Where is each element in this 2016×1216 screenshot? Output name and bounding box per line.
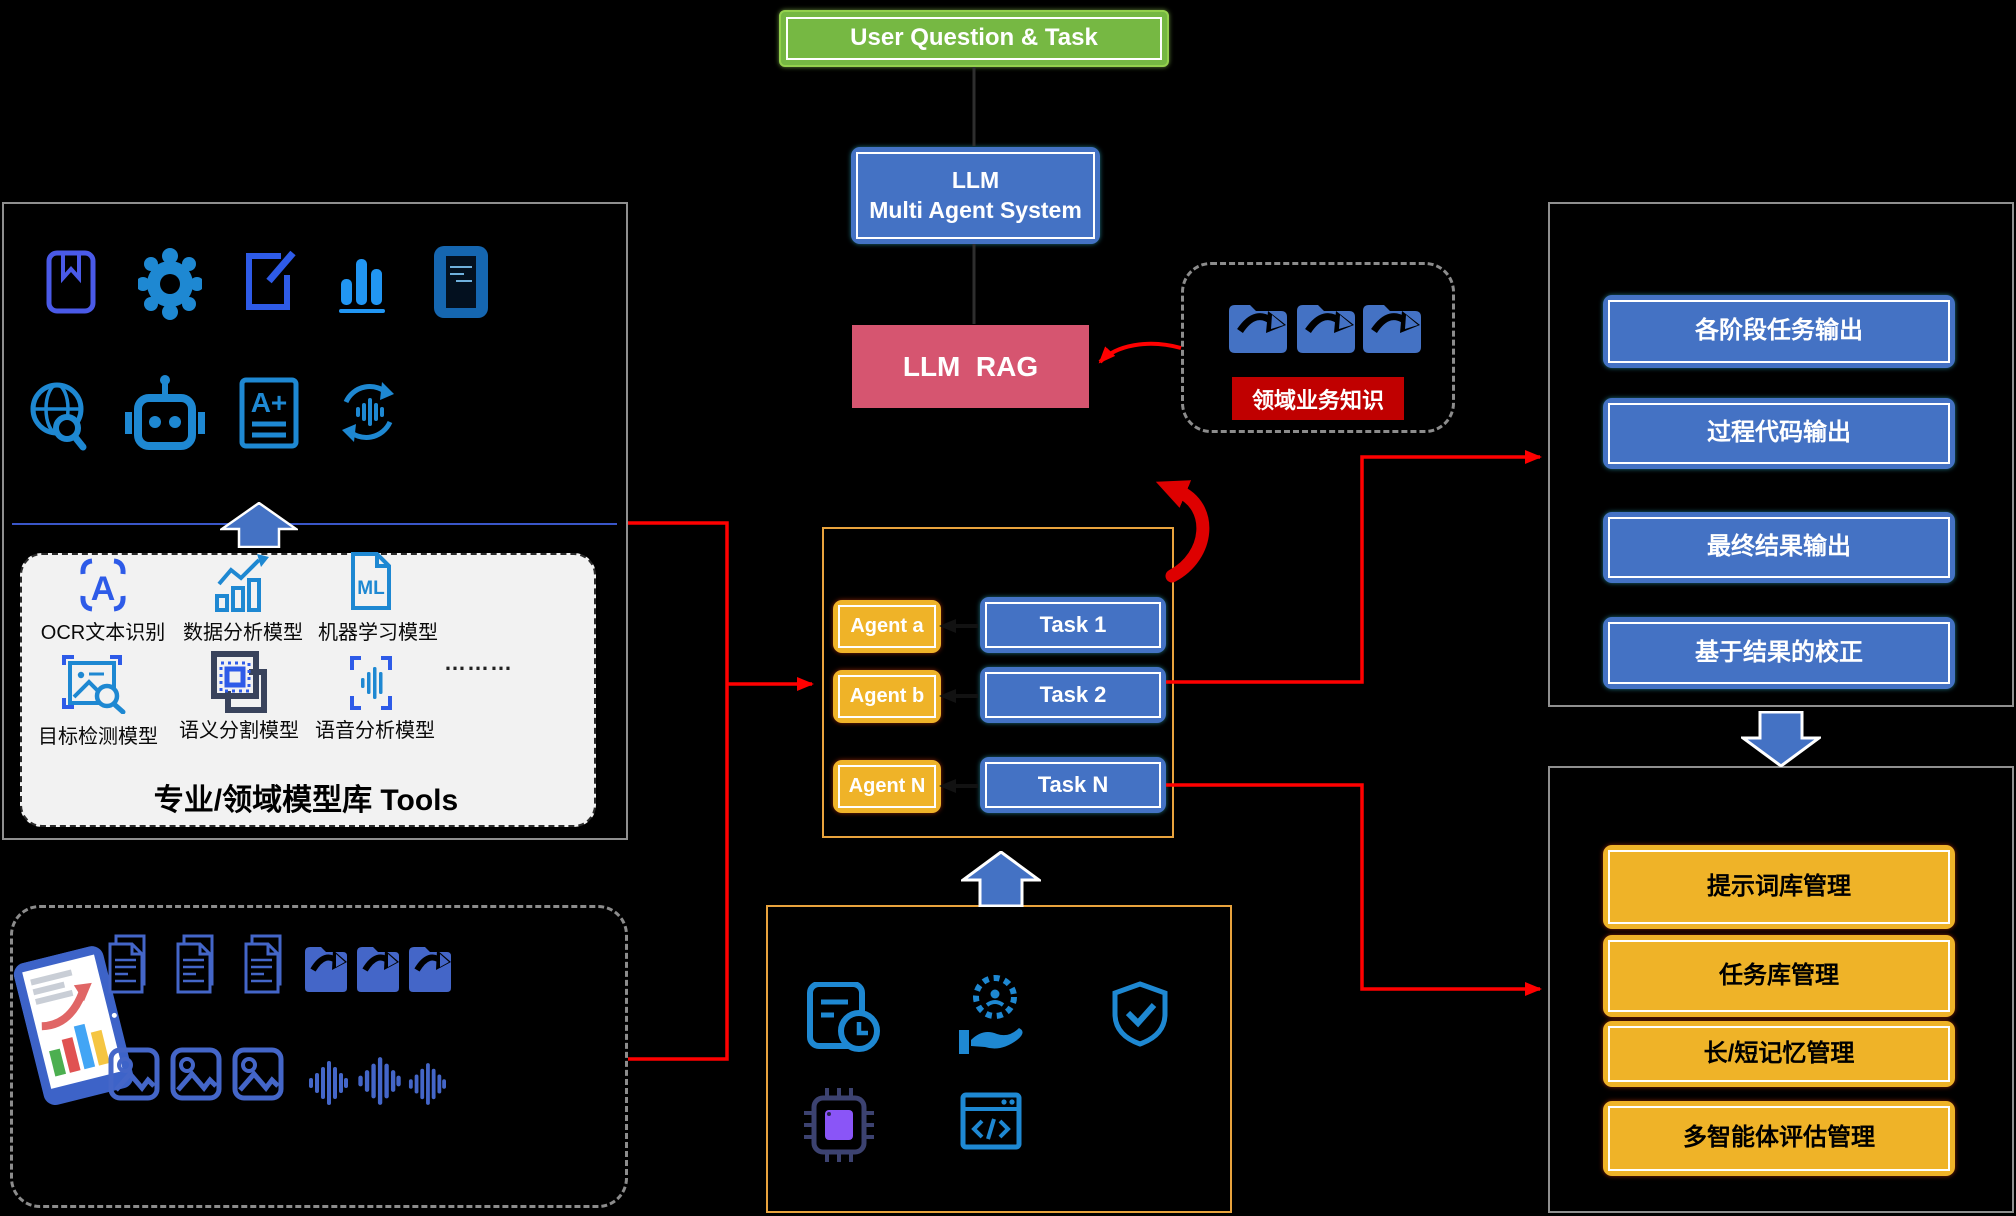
model-label: 数据分析模型 [183,622,303,644]
management-item: 多智能体评估管理 [1603,1101,1955,1176]
robot-icon [124,374,206,454]
chart-tablet-icon [11,943,140,1112]
notebook-icon [45,250,97,314]
image-icon [170,1046,222,1102]
llm-multi-agent-node: LLM Multi Agent System [851,147,1100,244]
web-search-icon [30,377,88,455]
model-label: 语义分割模型 [179,720,299,742]
down-arrow-icon [1741,711,1821,767]
grade-glyph: A+ [251,387,288,418]
llm-rag-node: LLM RAG [852,325,1089,408]
model-label: 目标检测模型 [38,726,158,748]
agent-node: Agent N [833,760,941,813]
task-node: Task N [980,757,1166,813]
code-window-icon [960,1092,1022,1150]
folder-icon [303,940,349,994]
folder-icon [1226,297,1290,355]
divider-line [12,523,617,525]
report-clock-icon [806,982,884,1056]
model-label: 机器学习模型 [318,622,438,644]
bar-chart-icon [337,251,387,313]
document-icon [176,934,216,994]
llm-label-line2: Multi Agent System [869,196,1082,223]
management-item: 提示词库管理 [1603,845,1955,929]
speech-analysis-icon [348,654,394,712]
output-item: 最终结果输出 [1603,512,1955,583]
user-question-node: User Question & Task [779,10,1169,67]
folder-icon [1294,297,1358,355]
folder-icon [407,940,453,994]
model-library-title: 专业/领域模型库 Tools [153,784,459,817]
agent-node: Agent a [833,600,941,653]
waveform-icon [408,1062,446,1106]
audio-loop-icon [336,378,400,446]
ocr-glyph: A [91,570,116,608]
output-item: 过程代码输出 [1603,398,1955,469]
runtime-box [766,905,1232,1213]
management-item: 任务库管理 [1603,935,1955,1017]
task-node: Task 2 [980,667,1166,723]
up-arrow-icon [220,502,298,548]
llm-rag-label: LLM RAG [902,350,1039,382]
output-item: 基于结果的校正 [1603,617,1955,689]
service-gear-icon [957,974,1031,1058]
ml-glyph: ML [357,578,385,599]
model-label: 语音分析模型 [315,720,435,742]
folder-icon [1360,297,1424,355]
document-icon [108,934,148,994]
gear-icon [138,246,202,322]
folder-icon [355,940,401,994]
output-item: 各阶段任务输出 [1603,295,1955,368]
ml-document-icon: ML [345,550,395,612]
waveform-icon [308,1060,348,1106]
loop-arrow-icon [1155,480,1210,583]
object-detection-icon [60,652,126,714]
data-analysis-icon [213,552,271,614]
grade-document-icon: A+ [238,376,300,450]
chip-icon [802,1086,876,1164]
domain-knowledge-label: 领域业务知识 [1232,377,1404,420]
agent-node: Agent b [833,670,941,723]
model-label: OCR文本识别 [40,622,166,644]
ocr-icon: A [75,556,131,614]
shield-check-icon [1111,981,1169,1047]
tablet-icon [434,246,488,318]
waveform-icon [357,1056,401,1106]
task-node: Task 1 [980,597,1166,653]
image-icon [232,1046,284,1102]
document-icon [244,934,284,994]
edit-document-icon [241,249,299,313]
ellipsis-text: ……… [444,650,513,675]
user-question-label: User Question & Task [850,24,1098,52]
up-arrow-icon [961,851,1041,907]
llm-label-line1: LLM [951,167,1000,194]
segmentation-icon [206,650,268,714]
management-item: 长/短记忆管理 [1603,1021,1955,1087]
image-icon [108,1046,160,1102]
